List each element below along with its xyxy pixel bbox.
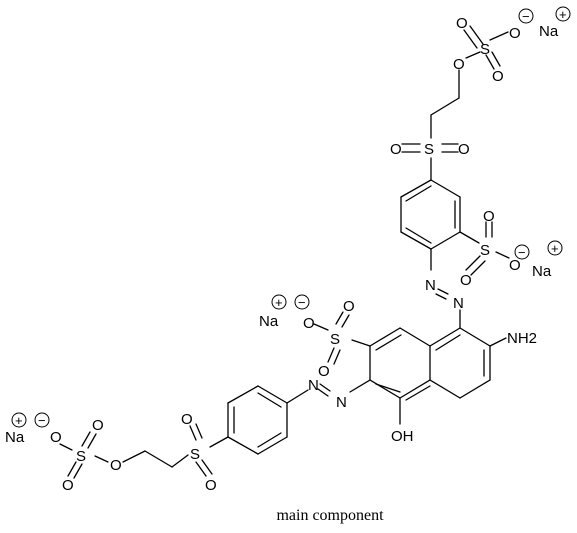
atom-label: O (509, 25, 521, 42)
atom-label: S (424, 141, 434, 158)
atom-label: S (480, 242, 490, 259)
atom-label: N (453, 295, 464, 312)
atom-label: Na (259, 313, 279, 330)
atom-label: O (110, 457, 122, 474)
atom-label: S (76, 448, 86, 465)
atom-label: O (343, 298, 355, 315)
charge-minus: − (38, 413, 46, 428)
atom-label: OH (391, 428, 414, 445)
charges: − + − + + − + − (11, 6, 571, 428)
atom-label: S (480, 41, 490, 58)
atom-label: O (509, 257, 521, 274)
atom-label: O (456, 15, 468, 32)
atom-label: Na (539, 23, 559, 40)
atom-label: O (181, 411, 193, 428)
atom-label: N (425, 277, 436, 294)
atom-label: O (458, 141, 470, 158)
atom-label: O (62, 477, 74, 494)
bonds (59, 25, 510, 479)
atom-label: NH2 (507, 330, 537, 347)
diagram-caption: main component (276, 507, 384, 524)
atom-label: Na (5, 429, 25, 446)
atom-label: O (318, 363, 330, 380)
charge-plus: + (15, 413, 23, 428)
charge-minus: − (518, 245, 526, 260)
atom-label: O (303, 315, 315, 332)
charge-minus: − (522, 9, 530, 24)
atom-label: O (92, 417, 104, 434)
charge-plus: + (275, 295, 283, 310)
charge-plus: + (551, 241, 559, 256)
atom-label: O (492, 68, 504, 85)
charge-minus: − (298, 295, 306, 310)
atom-label: S (190, 446, 200, 463)
atom-label: O (460, 272, 472, 289)
atom-label: O (453, 56, 465, 73)
atom-label: N (308, 377, 319, 394)
atom-label: O (390, 141, 402, 158)
atom-labels: O S O O O Na O S O O S O O Na N N Na O O… (5, 15, 559, 494)
atom-label: O (205, 477, 217, 494)
atom-label: Na (532, 263, 552, 280)
charge-plus: + (559, 7, 567, 22)
atom-label: S (330, 331, 340, 348)
atom-label: O (50, 429, 62, 446)
atom-label: O (483, 208, 495, 225)
atom-label: N (336, 394, 347, 411)
